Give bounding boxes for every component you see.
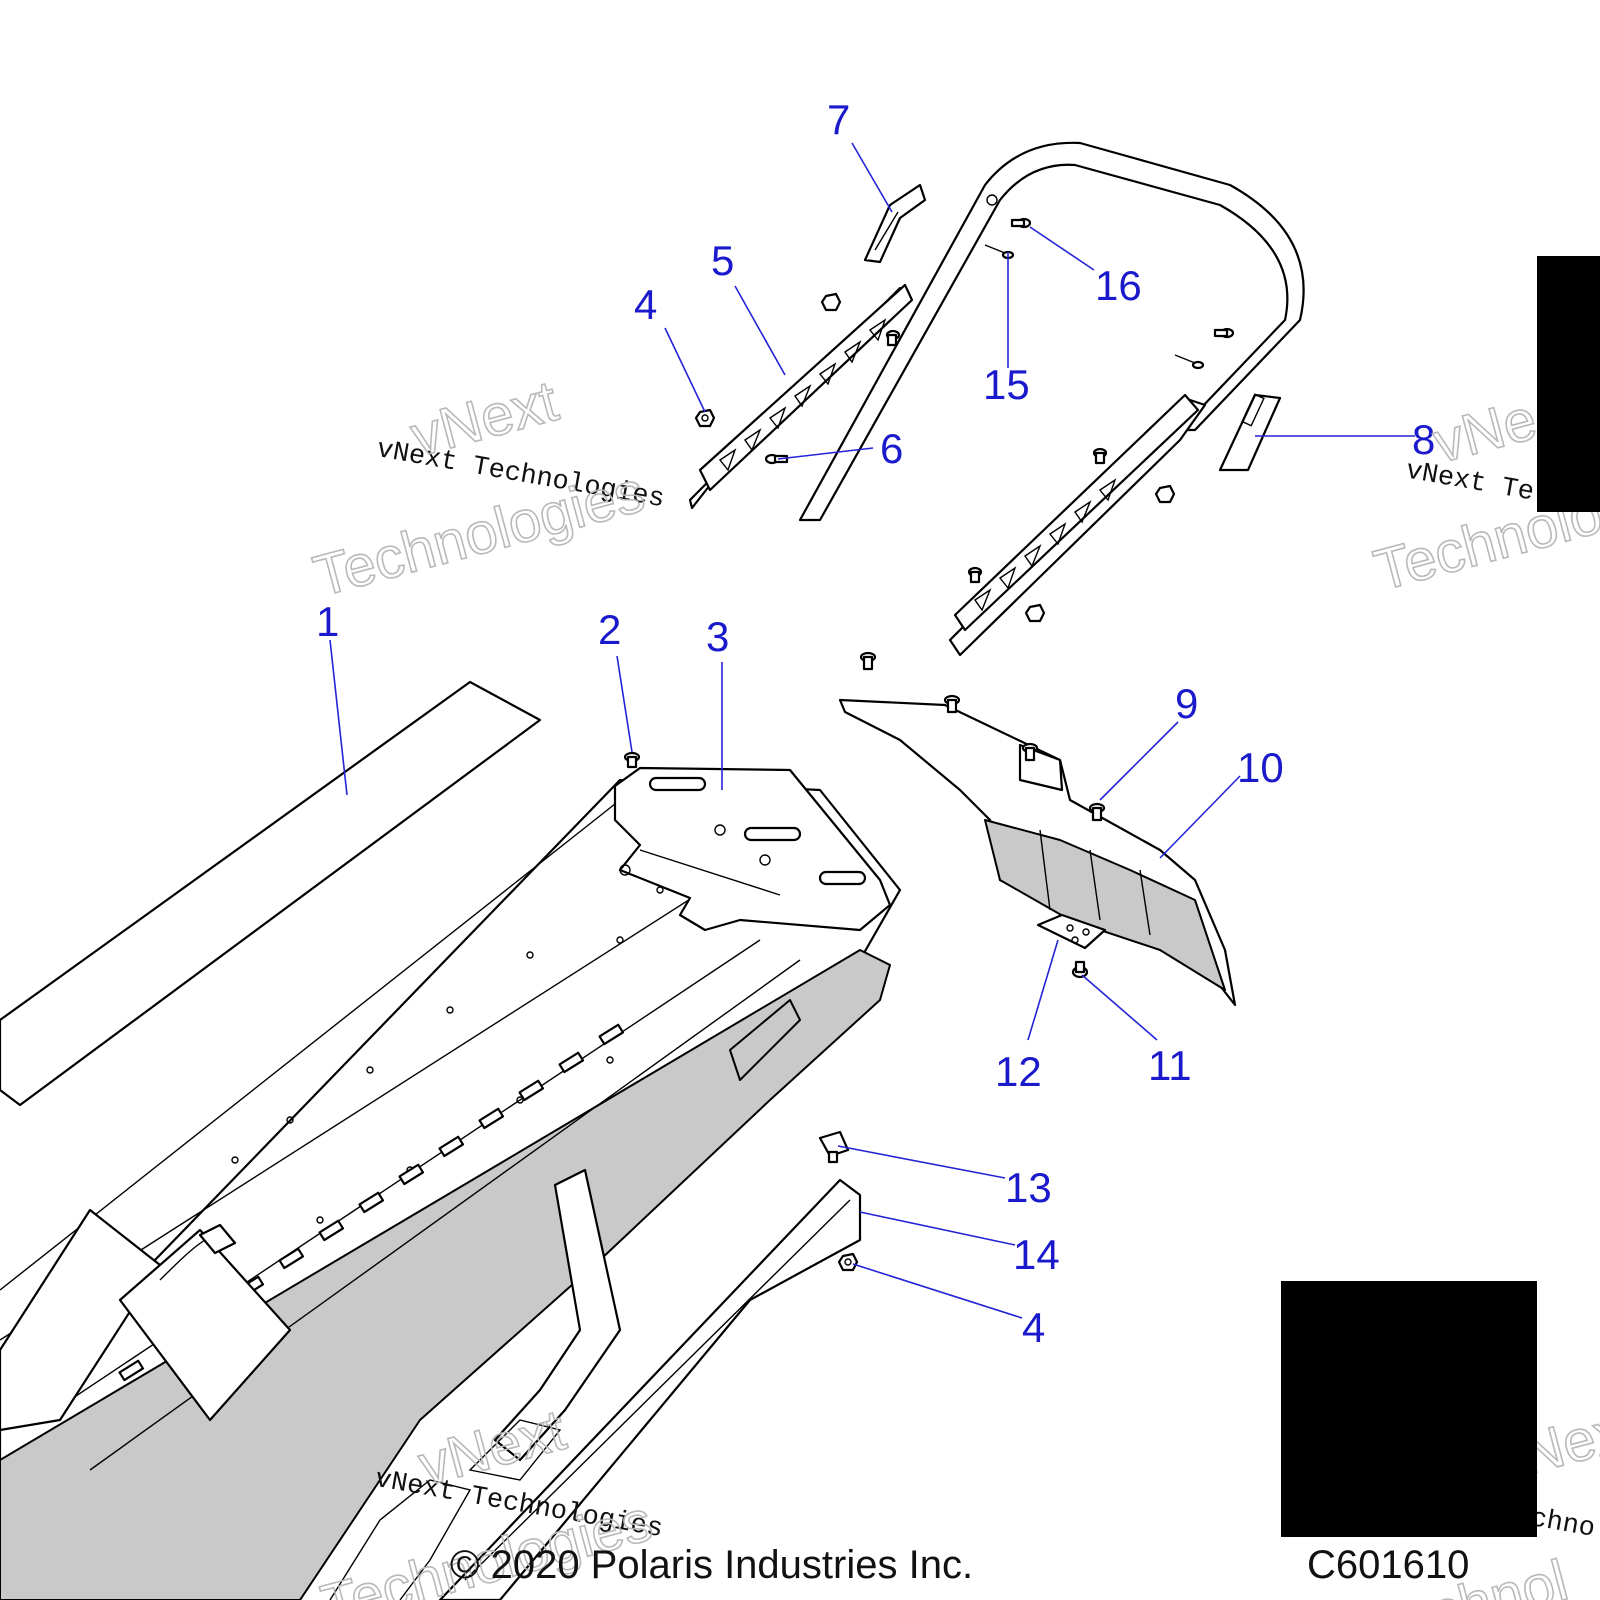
callout-14: 14 bbox=[1013, 1231, 1060, 1278]
part-3-bracket bbox=[613, 766, 892, 932]
watermark-script-br: chno bbox=[1528, 1504, 1597, 1545]
diagram-code: C601610 bbox=[1307, 1543, 1469, 1587]
callout-1: 1 bbox=[316, 598, 339, 645]
rear-bumper-loop bbox=[798, 141, 1305, 522]
part-10-flap bbox=[838, 698, 1237, 1007]
nut-top-plate bbox=[820, 292, 842, 312]
part-2-bolt bbox=[623, 751, 641, 769]
part-13-clip bbox=[818, 1130, 850, 1164]
callout-8: 8 bbox=[1412, 416, 1435, 463]
callout-5: 5 bbox=[711, 237, 734, 284]
copyright-text: © 2020 Polaris Industries Inc. bbox=[450, 1543, 973, 1587]
redaction-box-bottom-right bbox=[1281, 1281, 1537, 1537]
redaction-box-right bbox=[1537, 256, 1600, 512]
flap-screws bbox=[859, 651, 1039, 762]
watermark-outline-bottom-top: vNext bbox=[412, 1397, 572, 1498]
watermark-outline-right-top: vNe bbox=[1427, 386, 1543, 475]
right-triangle-cutouts bbox=[974, 478, 1117, 612]
callout-13: 13 bbox=[1005, 1164, 1052, 1211]
part-4-nut-upper bbox=[694, 408, 716, 428]
part-5-left-plate bbox=[688, 283, 914, 510]
watermark-bottom-right-script: chno bbox=[1528, 1504, 1597, 1545]
part-7-grip bbox=[863, 183, 927, 264]
callout-7: 7 bbox=[827, 96, 850, 143]
part-8-decal bbox=[1218, 393, 1282, 472]
callout-15: 15 bbox=[983, 361, 1030, 408]
part-12-plate bbox=[1036, 913, 1107, 950]
callout-11: 11 bbox=[1148, 1042, 1192, 1089]
part-1-panel bbox=[0, 680, 542, 1107]
part-9-screw bbox=[1088, 802, 1106, 822]
part-14-rail bbox=[438, 1178, 862, 1600]
callout-16: 16 bbox=[1095, 262, 1142, 309]
callout-6: 6 bbox=[880, 425, 903, 472]
part-11-rivet bbox=[1071, 960, 1089, 979]
callout-4-lower: 4 bbox=[1022, 1304, 1045, 1351]
callout-labels: 1 2 3 4 4 5 6 7 8 9 10 11 12 13 14 15 16 bbox=[316, 96, 1435, 1351]
part-4-nut-lower bbox=[837, 1252, 859, 1272]
callout-12: 12 bbox=[995, 1048, 1042, 1095]
callout-10: 10 bbox=[1237, 744, 1284, 791]
triangle-cutouts bbox=[718, 318, 887, 472]
bumper-fasteners bbox=[967, 217, 1235, 623]
callout-4-upper: 4 bbox=[634, 281, 657, 328]
callout-3: 3 bbox=[706, 613, 729, 660]
leader-lines bbox=[329, 142, 1415, 1319]
callout-9: 9 bbox=[1175, 680, 1198, 727]
callout-2: 2 bbox=[598, 606, 621, 653]
tunnel-assembly bbox=[0, 778, 902, 1600]
right-side-plate bbox=[948, 393, 1207, 657]
screw-upper-plate bbox=[885, 329, 901, 347]
watermark-left-outline: vNext Technologies bbox=[306, 367, 651, 610]
